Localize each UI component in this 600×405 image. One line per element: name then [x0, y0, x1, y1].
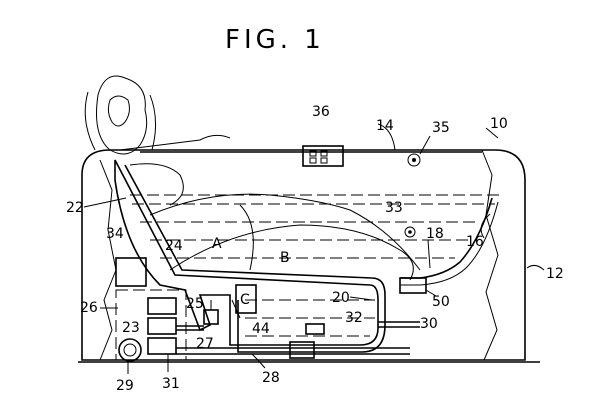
jet-outlet-33-core [408, 230, 412, 234]
tub-wall-inner [124, 164, 386, 353]
label-a: A [212, 236, 222, 252]
label-b: B [280, 250, 290, 266]
equipment-region-26 [115, 289, 187, 361]
component-box-34 [115, 257, 147, 287]
label-14: 14 [376, 118, 394, 134]
label-33: 33 [385, 200, 403, 216]
enclosure-outline [81, 149, 526, 361]
pipe-30 [378, 321, 420, 328]
leader-10 [485, 127, 499, 139]
label-10: 10 [490, 116, 508, 132]
cutaway-right [481, 149, 499, 361]
leader-20 [349, 296, 373, 301]
label-20: 20 [332, 290, 350, 306]
pipe-fitting [289, 341, 315, 359]
control-button-3 [309, 157, 317, 164]
jet-outlet-35-core [412, 158, 416, 162]
label-50: 50 [432, 294, 450, 310]
pipe-27 [176, 325, 204, 331]
leader-16 [480, 213, 491, 239]
label-25: 25 [186, 296, 204, 312]
label-26: 26 [80, 300, 98, 316]
label-28: 28 [262, 370, 280, 386]
pump-29 [118, 338, 142, 362]
leader-12 [526, 264, 545, 271]
leader-35 [419, 135, 431, 155]
leader-44 [231, 299, 241, 319]
leader-14 [377, 123, 396, 151]
control-button-1 [309, 150, 317, 157]
control-button-4 [320, 157, 328, 164]
control-button-2 [320, 150, 328, 157]
component-23-c [147, 337, 177, 355]
leader-22 [83, 197, 127, 208]
label-24: 24 [165, 238, 183, 254]
bather-figure [84, 75, 421, 281]
leader-50 [425, 289, 437, 297]
jet-outlet-33 [404, 226, 416, 238]
pipe-28 [176, 347, 410, 355]
label-18: 18 [426, 226, 444, 242]
box-c [235, 284, 257, 314]
label-32: 32 [345, 310, 363, 326]
label-30: 30 [420, 316, 438, 332]
label-23: 23 [122, 320, 140, 336]
control-panel [302, 145, 344, 167]
figure-title: FIG. 1 [225, 25, 325, 55]
leader-28 [251, 353, 266, 369]
label-34: 34 [106, 226, 124, 242]
label-29: 29 [116, 378, 134, 394]
tub-right-wall-inner [400, 201, 499, 286]
label-c: C [240, 292, 250, 308]
label-35: 35 [432, 120, 450, 136]
label-31: 31 [162, 376, 180, 392]
label-36: 36 [312, 104, 330, 120]
leader-18 [427, 239, 431, 269]
component-23-b [147, 317, 177, 335]
label-12: 12 [546, 266, 564, 282]
label-22: 22 [66, 200, 84, 216]
cutaway-left [99, 159, 117, 361]
sensor-box-50 [399, 277, 427, 294]
label-27: 27 [196, 336, 214, 352]
tub-wall-outer [114, 159, 379, 346]
label-44: 44 [252, 321, 270, 337]
label-16: 16 [466, 234, 484, 250]
drain-32 [305, 323, 325, 335]
component-23-a [147, 297, 177, 315]
pump-29-inner [123, 343, 137, 357]
jet-outlet-35 [407, 153, 421, 167]
